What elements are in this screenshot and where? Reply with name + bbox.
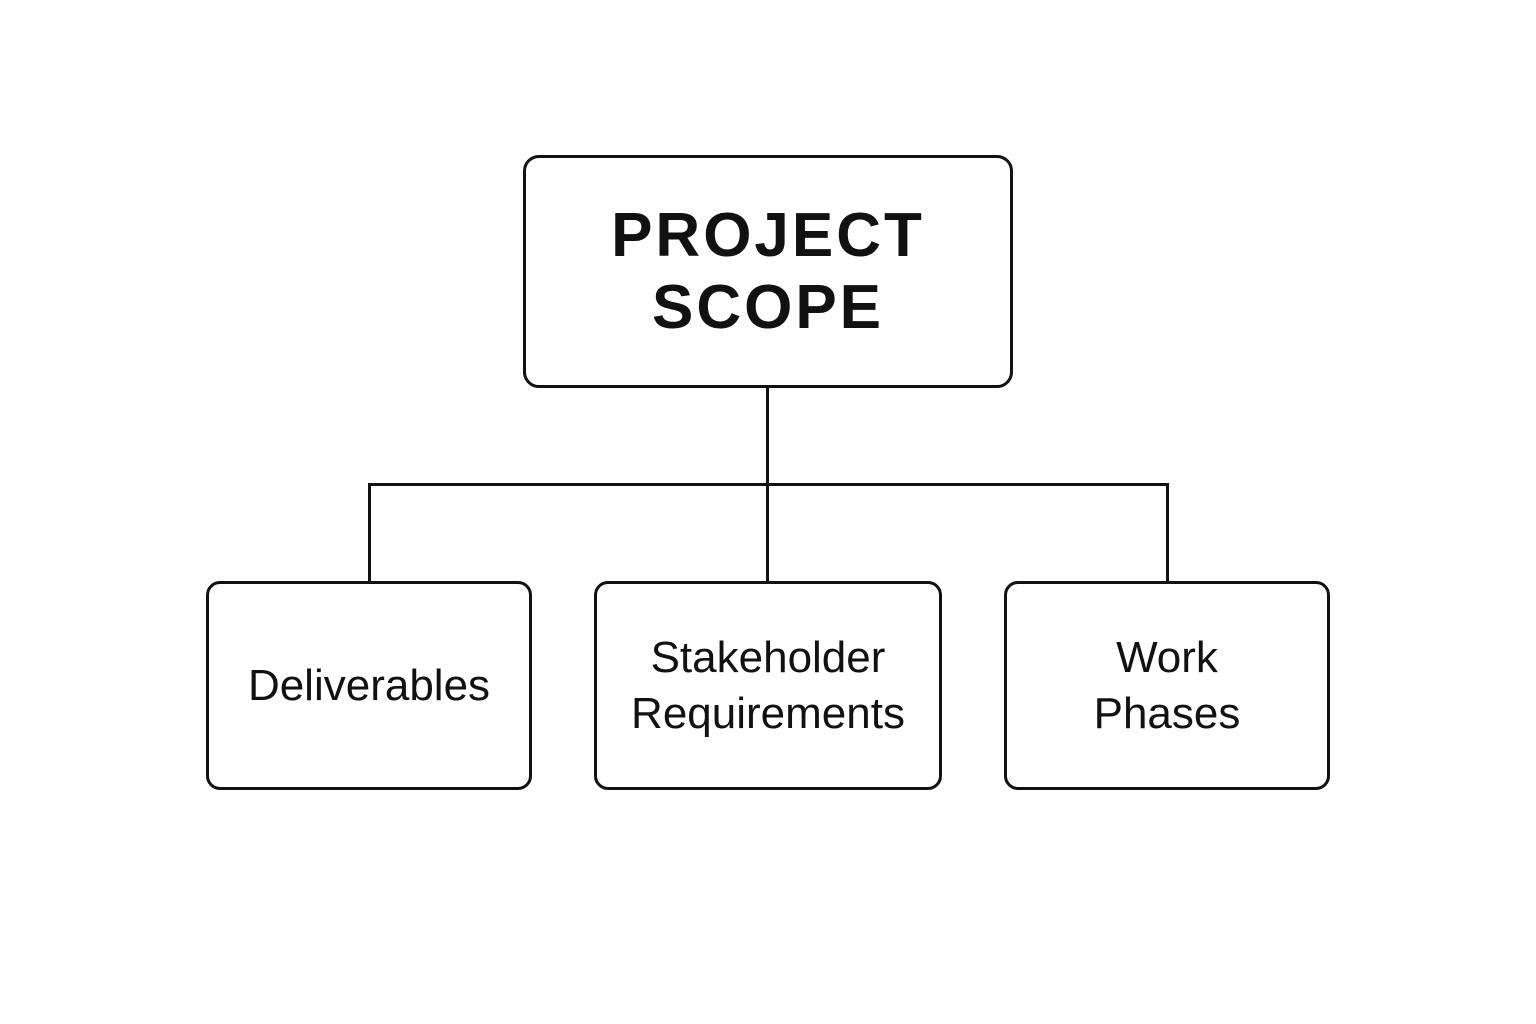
child-node-label: Stakeholder Requirements <box>631 630 905 742</box>
work-phases-label-line-2: Phases <box>1093 688 1241 738</box>
work-phases-label-line-1: Work <box>1116 632 1218 682</box>
child-node-work-phases: Work Phases <box>1004 581 1330 790</box>
root-label-line-1: PROJECT <box>611 200 925 270</box>
child-node-label: Work Phases <box>1094 630 1241 742</box>
connector-drop-deliverables <box>368 483 371 582</box>
stakeholder-label-line-2: Requirements <box>631 688 905 738</box>
child-node-deliverables: Deliverables <box>206 581 532 790</box>
deliverables-label: Deliverables <box>247 660 491 710</box>
root-label-line-2: SCOPE <box>651 272 885 342</box>
stakeholder-label-line-1: Stakeholder <box>650 632 886 682</box>
connector-horizontal-bar <box>368 483 1169 486</box>
root-node-label: PROJECT SCOPE <box>611 200 925 344</box>
child-node-stakeholder-requirements: Stakeholder Requirements <box>594 581 942 790</box>
child-node-label: Deliverables <box>248 658 490 714</box>
root-node-project-scope: PROJECT SCOPE <box>523 155 1013 388</box>
connector-drop-work-phases <box>1166 483 1169 582</box>
